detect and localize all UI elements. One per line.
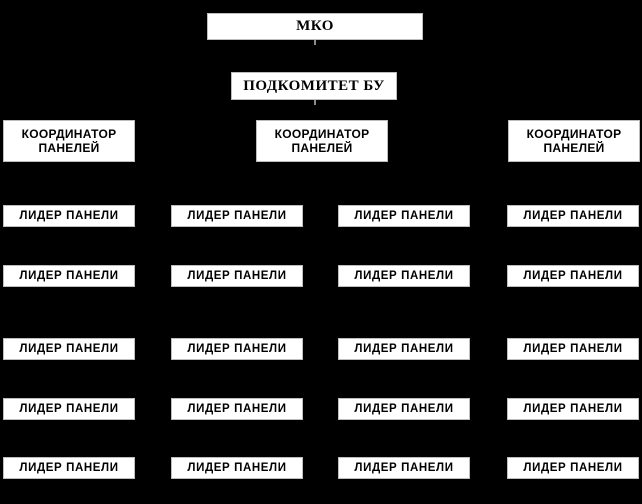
org-node-panel-leader-r3-c1: ЛИДЕР ПАНЕЛИ (3, 338, 135, 360)
org-node-panel-leader-r3-c4: ЛИДЕР ПАНЕЛИ (507, 338, 639, 360)
org-node-panel-leader-r1-c1: ЛИДЕР ПАНЕЛИ (3, 205, 135, 227)
coordinator-label-line2: ПАНЕЛЕЙ (38, 141, 100, 155)
connector-stub-mko (314, 40, 316, 45)
org-node-panel-leader-r4-c2: ЛИДЕР ПАНЕЛИ (171, 398, 303, 420)
coordinator-label-line2: ПАНЕЛЕЙ (291, 141, 353, 155)
org-node-panel-leader-r4-c4: ЛИДЕР ПАНЕЛИ (507, 398, 639, 420)
org-node-panel-leader-r4-c3: ЛИДЕР ПАНЕЛИ (338, 398, 470, 420)
coordinator-label-line2: ПАНЕЛЕЙ (543, 141, 605, 155)
org-node-panel-leader-r1-c4: ЛИДЕР ПАНЕЛИ (507, 205, 639, 227)
coordinator-label-line1: КООРДИНАТОР (21, 127, 117, 141)
org-node-coordinator-1: КООРДИНАТОР ПАНЕЛЕЙ (3, 120, 135, 162)
org-node-panel-leader-r2-c2: ЛИДЕР ПАНЕЛИ (171, 265, 303, 287)
org-node-panel-leader-r2-c3: ЛИДЕР ПАНЕЛИ (338, 265, 470, 287)
org-node-panel-leader-r1-c2: ЛИДЕР ПАНЕЛИ (171, 205, 303, 227)
connector-stub-subcommittee (314, 100, 316, 105)
org-node-panel-leader-r2-c1: ЛИДЕР ПАНЕЛИ (3, 265, 135, 287)
org-node-panel-leader-r5-c3: ЛИДЕР ПАНЕЛИ (338, 457, 470, 479)
org-node-panel-leader-r5-c1: ЛИДЕР ПАНЕЛИ (3, 457, 135, 479)
org-node-panel-leader-r1-c3: ЛИДЕР ПАНЕЛИ (338, 205, 470, 227)
org-node-panel-leader-r2-c4: ЛИДЕР ПАНЕЛИ (507, 265, 639, 287)
org-node-panel-leader-r3-c3: ЛИДЕР ПАНЕЛИ (338, 338, 470, 360)
org-node-mko: МКО (207, 13, 423, 40)
org-node-panel-leader-r5-c4: ЛИДЕР ПАНЕЛИ (507, 457, 639, 479)
coordinator-label-line1: КООРДИНАТОР (526, 127, 622, 141)
org-node-panel-leader-r3-c2: ЛИДЕР ПАНЕЛИ (171, 338, 303, 360)
org-node-coordinator-3: КООРДИНАТОР ПАНЕЛЕЙ (508, 120, 640, 162)
coordinator-label-line1: КООРДИНАТОР (274, 127, 370, 141)
org-node-panel-leader-r5-c2: ЛИДЕР ПАНЕЛИ (171, 457, 303, 479)
org-node-panel-leader-r4-c1: ЛИДЕР ПАНЕЛИ (3, 398, 135, 420)
org-node-coordinator-2: КООРДИНАТОР ПАНЕЛЕЙ (256, 120, 388, 162)
org-node-subcommittee: ПОДКОМИТЕТ БУ (231, 72, 397, 100)
